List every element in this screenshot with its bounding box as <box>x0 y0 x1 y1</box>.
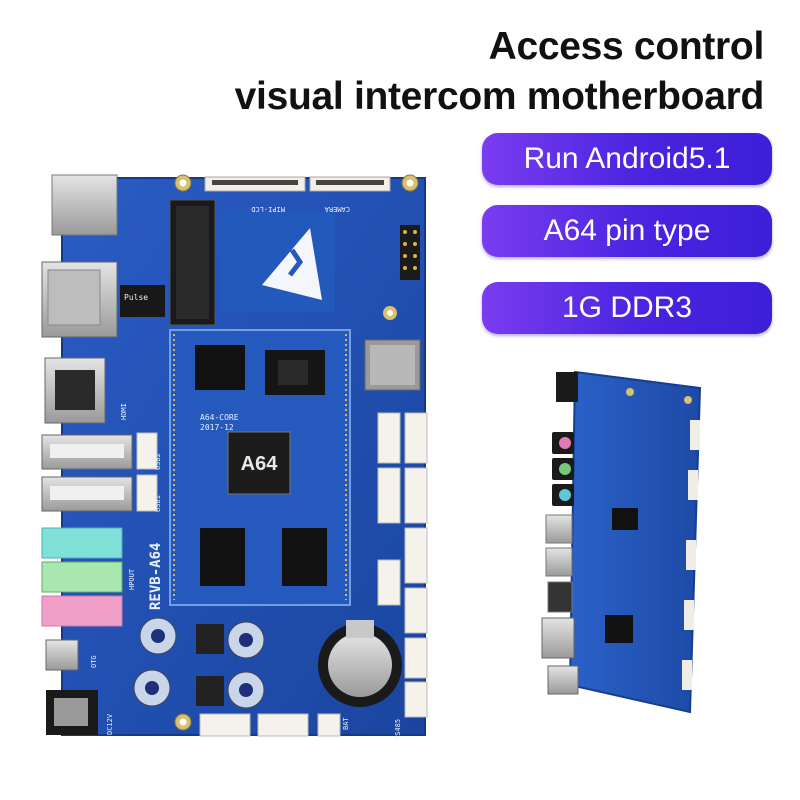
otg-label: OTG <box>90 655 98 668</box>
title-line-2: visual intercom motherboard <box>234 75 765 118</box>
core-module-label: A64-CORE <box>200 413 239 422</box>
dc12v-label: DC12V <box>106 713 114 735</box>
audio-jacks <box>41 527 123 627</box>
core-date-label: 2017-12 <box>200 423 234 432</box>
usb-port-2 <box>41 434 133 470</box>
hdmi-label: HDMI <box>120 403 128 420</box>
feature-badge-android: Run Android5.1 <box>482 133 772 185</box>
model-label: REVB-A64 <box>148 543 164 610</box>
ethernet-port <box>41 261 118 338</box>
camera-label: CAMERA <box>324 205 350 213</box>
feature-badge-pin-type: A64 pin type <box>482 205 772 257</box>
product-title: Access control visual intercom motherboa… <box>234 22 765 122</box>
capacitors <box>133 617 265 709</box>
battery-holder <box>318 620 402 707</box>
side-view-board <box>541 370 702 714</box>
usb1-label: USB1 <box>154 495 162 512</box>
mipi-lcd-label: MIPI-LCD <box>251 205 285 213</box>
main-board: MIPI-LCD CAMERA Pulse HDM <box>41 174 428 740</box>
hpout-label: HPOUT <box>128 568 136 590</box>
usb2-label: USB2 <box>154 453 162 470</box>
feature-badge-memory: 1G DDR3 <box>482 282 772 334</box>
pulse-label: Pulse <box>124 293 148 302</box>
sd-card-slot <box>51 174 118 236</box>
a64-chip-label: A64 <box>241 453 279 475</box>
title-line-1: Access control <box>488 25 765 68</box>
a64-core-module: A64 A64-CORE 2017-12 <box>169 329 351 606</box>
hdmi-port <box>44 357 106 424</box>
rs485-label: RS485 <box>394 719 402 740</box>
right-connectors <box>377 412 428 718</box>
usb-port-1 <box>41 476 133 512</box>
bat-label: BAT <box>342 717 350 730</box>
